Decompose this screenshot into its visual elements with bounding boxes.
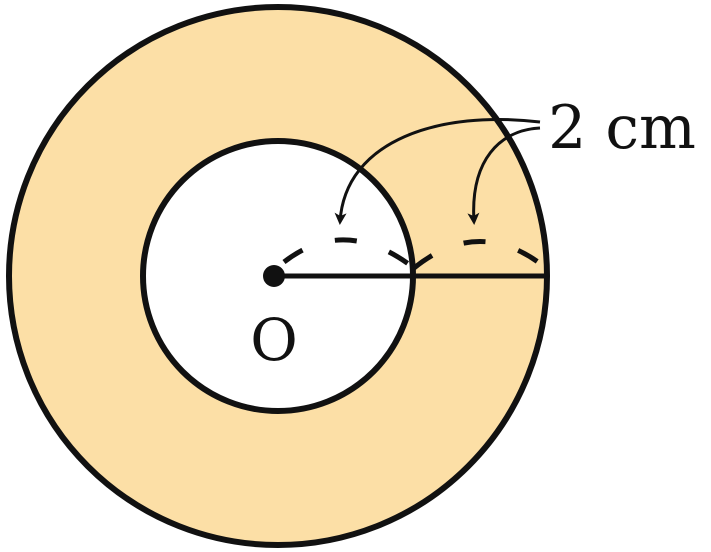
arrow-to-inner-segment — [334, 118, 541, 225]
arrow-to-outer-segment — [467, 126, 541, 225]
center-label: O — [250, 306, 298, 374]
center-point — [263, 265, 285, 287]
inner-segment-dashed-arc — [282, 237, 416, 270]
measure-label: 2 cm — [548, 93, 696, 163]
outer-segment-dashed-arc — [412, 239, 548, 270]
